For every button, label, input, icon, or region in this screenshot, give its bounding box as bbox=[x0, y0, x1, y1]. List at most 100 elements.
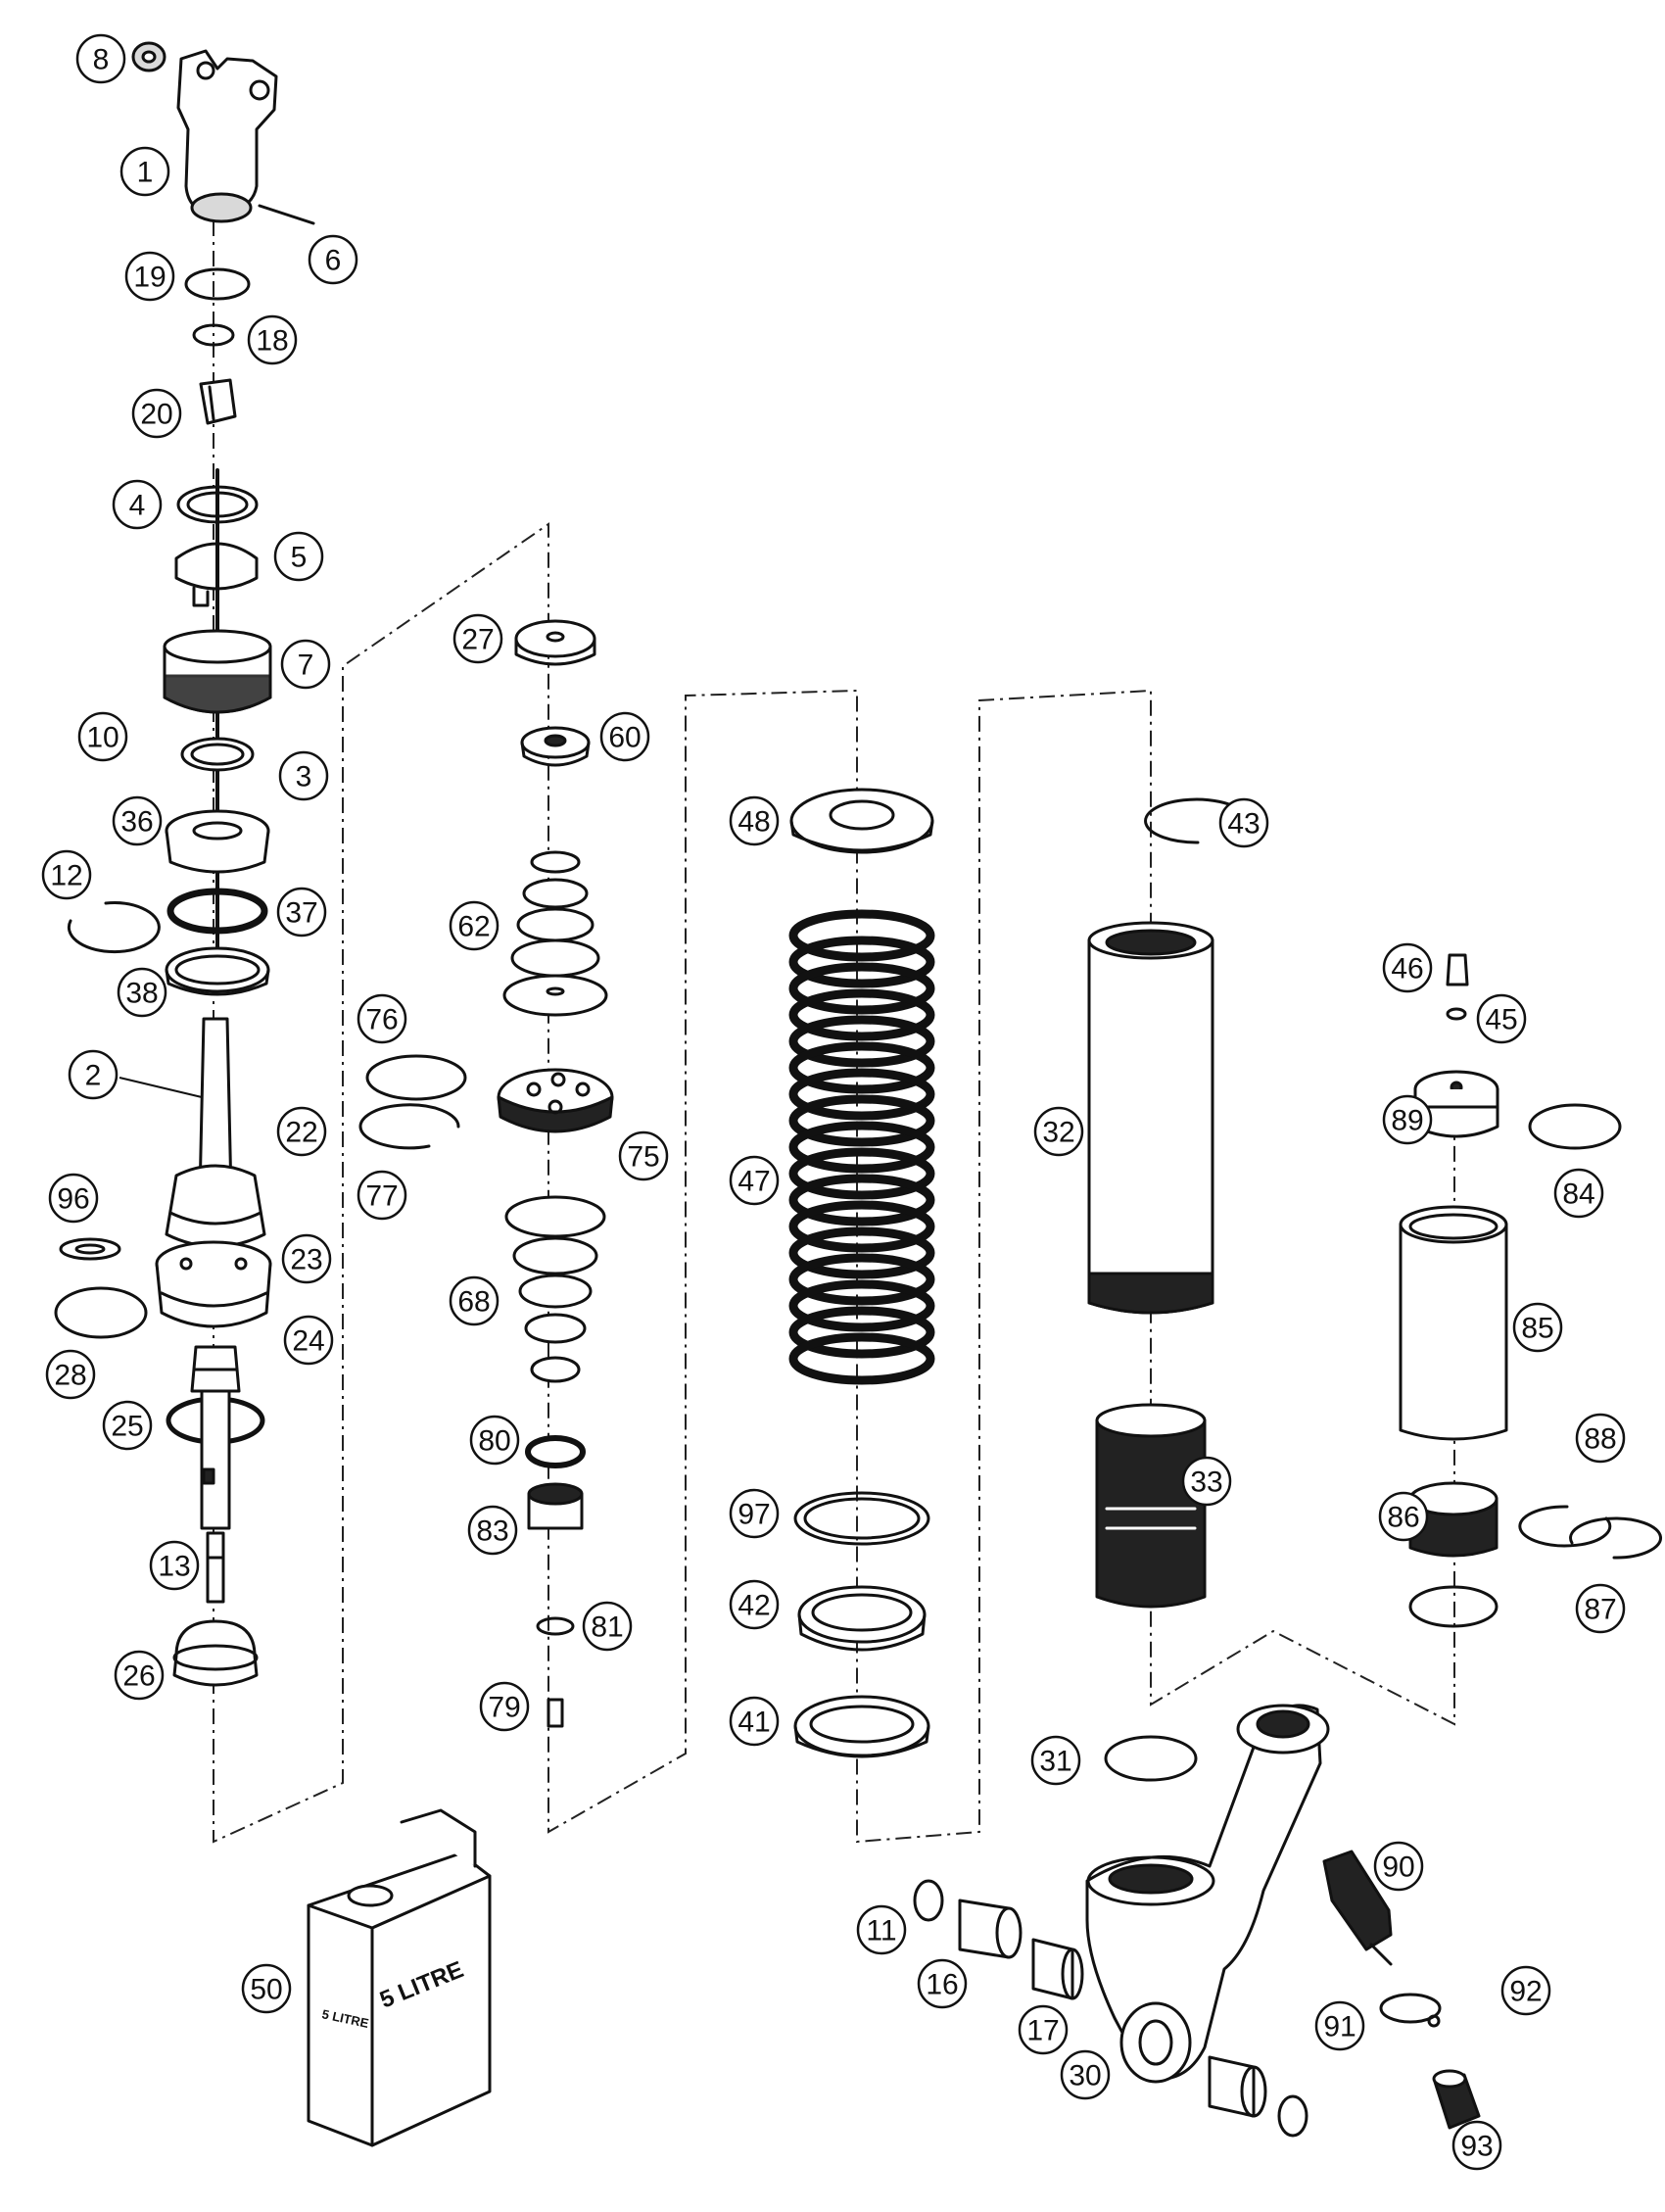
part-83-nut bbox=[527, 1482, 584, 1530]
callout-label: 47 bbox=[737, 1166, 770, 1198]
callout-label: 16 bbox=[926, 1969, 958, 2001]
spring-coil bbox=[788, 1174, 935, 1226]
callout-75: 75 bbox=[618, 1130, 669, 1181]
part-48-spring-seat bbox=[789, 788, 934, 854]
part-31-o-ring bbox=[1104, 1735, 1198, 1782]
part-45-seal bbox=[1446, 1007, 1467, 1021]
callout-25: 25 bbox=[102, 1400, 153, 1451]
callout-label: 42 bbox=[737, 1590, 770, 1622]
part-20-adjuster bbox=[199, 378, 237, 425]
spring-coil bbox=[788, 1121, 935, 1174]
part-callouts: 1234567810111213161718192022232425262728… bbox=[41, 33, 1626, 2171]
callout-45: 45 bbox=[1476, 993, 1527, 1044]
callout-4: 4 bbox=[112, 479, 163, 530]
callout-93: 93 bbox=[1451, 2120, 1502, 2171]
callout-label: 81 bbox=[591, 1611, 623, 1644]
callout-label: 11 bbox=[866, 1915, 896, 1948]
callout-3: 3 bbox=[278, 750, 329, 801]
callout-label: 25 bbox=[111, 1411, 143, 1443]
callout-label: 75 bbox=[627, 1141, 659, 1174]
part-77-ring bbox=[358, 1103, 460, 1150]
part-33-threaded-sleeve bbox=[1095, 1403, 1207, 1609]
callout-92: 92 bbox=[1500, 1965, 1551, 2016]
callout-label: 88 bbox=[1584, 1423, 1616, 1456]
part-19-o-ring bbox=[184, 267, 251, 301]
callout-11: 11 bbox=[856, 1904, 907, 1955]
callout-label: 91 bbox=[1323, 2011, 1356, 2044]
callout-label: 18 bbox=[256, 325, 288, 358]
callout-16: 16 bbox=[917, 1958, 968, 2009]
callout-label: 30 bbox=[1069, 2060, 1101, 2092]
spring-coil bbox=[788, 1094, 935, 1147]
callout-20: 20 bbox=[131, 388, 182, 439]
part-89-cap bbox=[1413, 1070, 1499, 1138]
callout-label: 26 bbox=[122, 1660, 155, 1693]
part-6-pin bbox=[258, 204, 315, 225]
callout-19: 19 bbox=[124, 251, 175, 302]
callout-12: 12 bbox=[41, 849, 92, 900]
callout-5: 5 bbox=[273, 531, 324, 582]
callout-18: 18 bbox=[247, 314, 298, 365]
spring-coil bbox=[788, 988, 935, 1041]
part-81-washer bbox=[536, 1616, 575, 1636]
callout-label: 37 bbox=[285, 897, 317, 930]
part-47-spring bbox=[788, 909, 935, 1385]
callout-81: 81 bbox=[582, 1601, 633, 1652]
part-92-ball bbox=[1427, 2014, 1441, 2028]
callout-13: 13 bbox=[149, 1540, 200, 1591]
callout-label: 80 bbox=[478, 1425, 510, 1458]
part-79-screw bbox=[547, 1698, 564, 1728]
callout-label: 10 bbox=[86, 722, 119, 754]
callout-27: 27 bbox=[452, 613, 503, 664]
callout-label: 27 bbox=[461, 624, 494, 656]
part-87-ring bbox=[1569, 1516, 1663, 1560]
callout-10: 10 bbox=[77, 711, 128, 762]
callout-label: 93 bbox=[1460, 2131, 1493, 2163]
part-84-circlip-bottom bbox=[1408, 1585, 1498, 1628]
spring-coil bbox=[788, 1147, 935, 1200]
part-90-adjuster bbox=[1322, 1850, 1393, 1966]
part-75-piston bbox=[497, 1068, 614, 1133]
callout-label: 87 bbox=[1584, 1594, 1616, 1626]
callout-label: 45 bbox=[1485, 1004, 1517, 1036]
callout-label: 79 bbox=[488, 1692, 520, 1724]
callout-label: 85 bbox=[1521, 1313, 1553, 1345]
callout-79: 79 bbox=[479, 1681, 530, 1732]
callout-6: 6 bbox=[308, 234, 358, 285]
part-1-clevis-eye bbox=[176, 49, 278, 223]
callout-97: 97 bbox=[729, 1488, 780, 1539]
callout-84: 84 bbox=[1553, 1168, 1604, 1219]
callout-23: 23 bbox=[281, 1233, 332, 1284]
callout-label: 96 bbox=[57, 1183, 89, 1216]
spring-coil bbox=[788, 936, 935, 988]
part-80-washer bbox=[525, 1435, 586, 1468]
callout-50: 50 bbox=[241, 1963, 292, 2014]
callout-label: 62 bbox=[457, 911, 490, 943]
part-97-ring bbox=[793, 1491, 930, 1546]
callout-label: 2 bbox=[85, 1060, 102, 1092]
part-60-washer bbox=[520, 726, 591, 767]
callout-43: 43 bbox=[1218, 797, 1269, 848]
callout-label: 20 bbox=[140, 399, 172, 431]
part-36-seal-head bbox=[165, 809, 270, 874]
callout-17: 17 bbox=[1018, 2004, 1069, 2055]
callout-96: 96 bbox=[48, 1173, 99, 1224]
spring-coil bbox=[788, 1279, 935, 1332]
callout-label: 3 bbox=[296, 761, 312, 793]
part-85-reservoir bbox=[1399, 1205, 1508, 1441]
part-11-o-ring-right bbox=[1277, 2094, 1308, 2138]
part-43-circlip bbox=[1144, 797, 1246, 844]
part-23-piston-body bbox=[155, 1240, 272, 1328]
part-76-ring bbox=[365, 1054, 467, 1101]
part-27-washer bbox=[514, 619, 596, 666]
callout-label: 33 bbox=[1190, 1467, 1222, 1499]
callout-77: 77 bbox=[357, 1170, 407, 1221]
part-13-needle bbox=[206, 1531, 225, 1604]
callout-24: 24 bbox=[283, 1315, 334, 1366]
part-46-valve bbox=[1446, 953, 1469, 986]
part-96-shim bbox=[59, 1237, 121, 1261]
callout-label: 38 bbox=[125, 978, 158, 1010]
spring-coil bbox=[788, 1226, 935, 1279]
callout-46: 46 bbox=[1382, 942, 1433, 993]
part-7-adjuster-knob bbox=[163, 629, 272, 714]
